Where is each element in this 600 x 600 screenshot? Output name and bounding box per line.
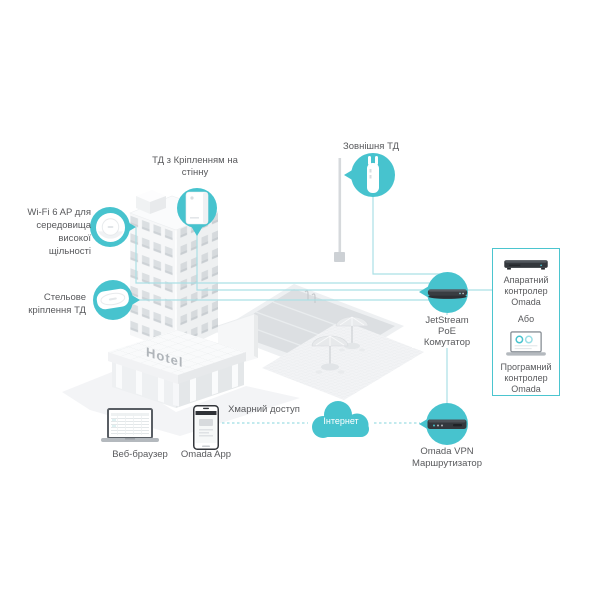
omada-app-label: Omada App: [180, 449, 232, 460]
ceiling-ap-bubble: [93, 280, 133, 320]
wall-ap-icon: [185, 191, 209, 225]
web-browser-label: Веб-браузер: [112, 449, 168, 460]
switch-bubble-tail: [419, 286, 429, 298]
pool-ladder-icon: [304, 290, 316, 303]
outdoor-ap-bubble: [351, 153, 395, 197]
wall-ap-bubble: [177, 188, 217, 228]
cloud-access-label: Хмарний доступ: [228, 404, 300, 415]
wifi6-ap-bubble-tail: [126, 221, 136, 233]
router-bubble-tail: [419, 418, 429, 430]
internet-cloud-label: Інтернет: [323, 416, 359, 426]
hotel-podium: [108, 330, 246, 408]
link-wifi6ap-switch: [135, 227, 445, 284]
sw-controller-label: Програмний контролер Omada: [500, 361, 552, 394]
ceiling-ap-bubble-tail: [130, 294, 140, 306]
link-outdoorap-switch: [372, 197, 440, 275]
ceiling-ap-icon: [95, 212, 125, 242]
poe-switch-icon: [427, 288, 468, 299]
outdoor-ap-icon: [367, 156, 379, 193]
switch-label: JetStream PoE Комутатор: [412, 315, 482, 348]
hw-controller-label: Апаратний контролер Omada: [503, 275, 549, 308]
umbrella-icon: [311, 335, 349, 374]
antenna-mast: [334, 158, 345, 262]
omada-controller-box: Апаратний контролер Omada Або Програмний…: [492, 248, 560, 396]
laptop-icon: [101, 408, 159, 442]
cloud-icon: [312, 401, 369, 438]
pool-deck: [262, 320, 424, 400]
wall-ap-label: ТД з Кріпленням на стінну: [152, 155, 238, 178]
vpn-router-icon: [427, 419, 467, 429]
switch-bubble: [427, 272, 468, 313]
router-bubble: [426, 403, 468, 445]
ceiling-ap-label: Стельове кріплення ТД: [28, 292, 86, 316]
outdoor-ap-bubble-tail: [344, 169, 354, 181]
software-controller-laptop-icon: [506, 331, 546, 356]
outdoor-ap-label: Зовнішня ТД: [343, 141, 399, 152]
hardware-controller-icon: [504, 259, 548, 270]
or-label: Або: [517, 314, 535, 325]
wifi6-ap-label: Wi-Fi 6 AP для середовища високої щільно…: [27, 207, 91, 257]
smartphone-icon: [193, 405, 219, 450]
wifi6-ap-bubble: [90, 207, 130, 247]
wall-ap-bubble-tail: [191, 226, 203, 236]
network-links: [135, 197, 492, 404]
ceiling-mount-ap-icon: [96, 288, 129, 310]
router-label: Omada VPN Маршрутизатор: [411, 446, 483, 469]
link-wallap-switch: [196, 232, 445, 291]
